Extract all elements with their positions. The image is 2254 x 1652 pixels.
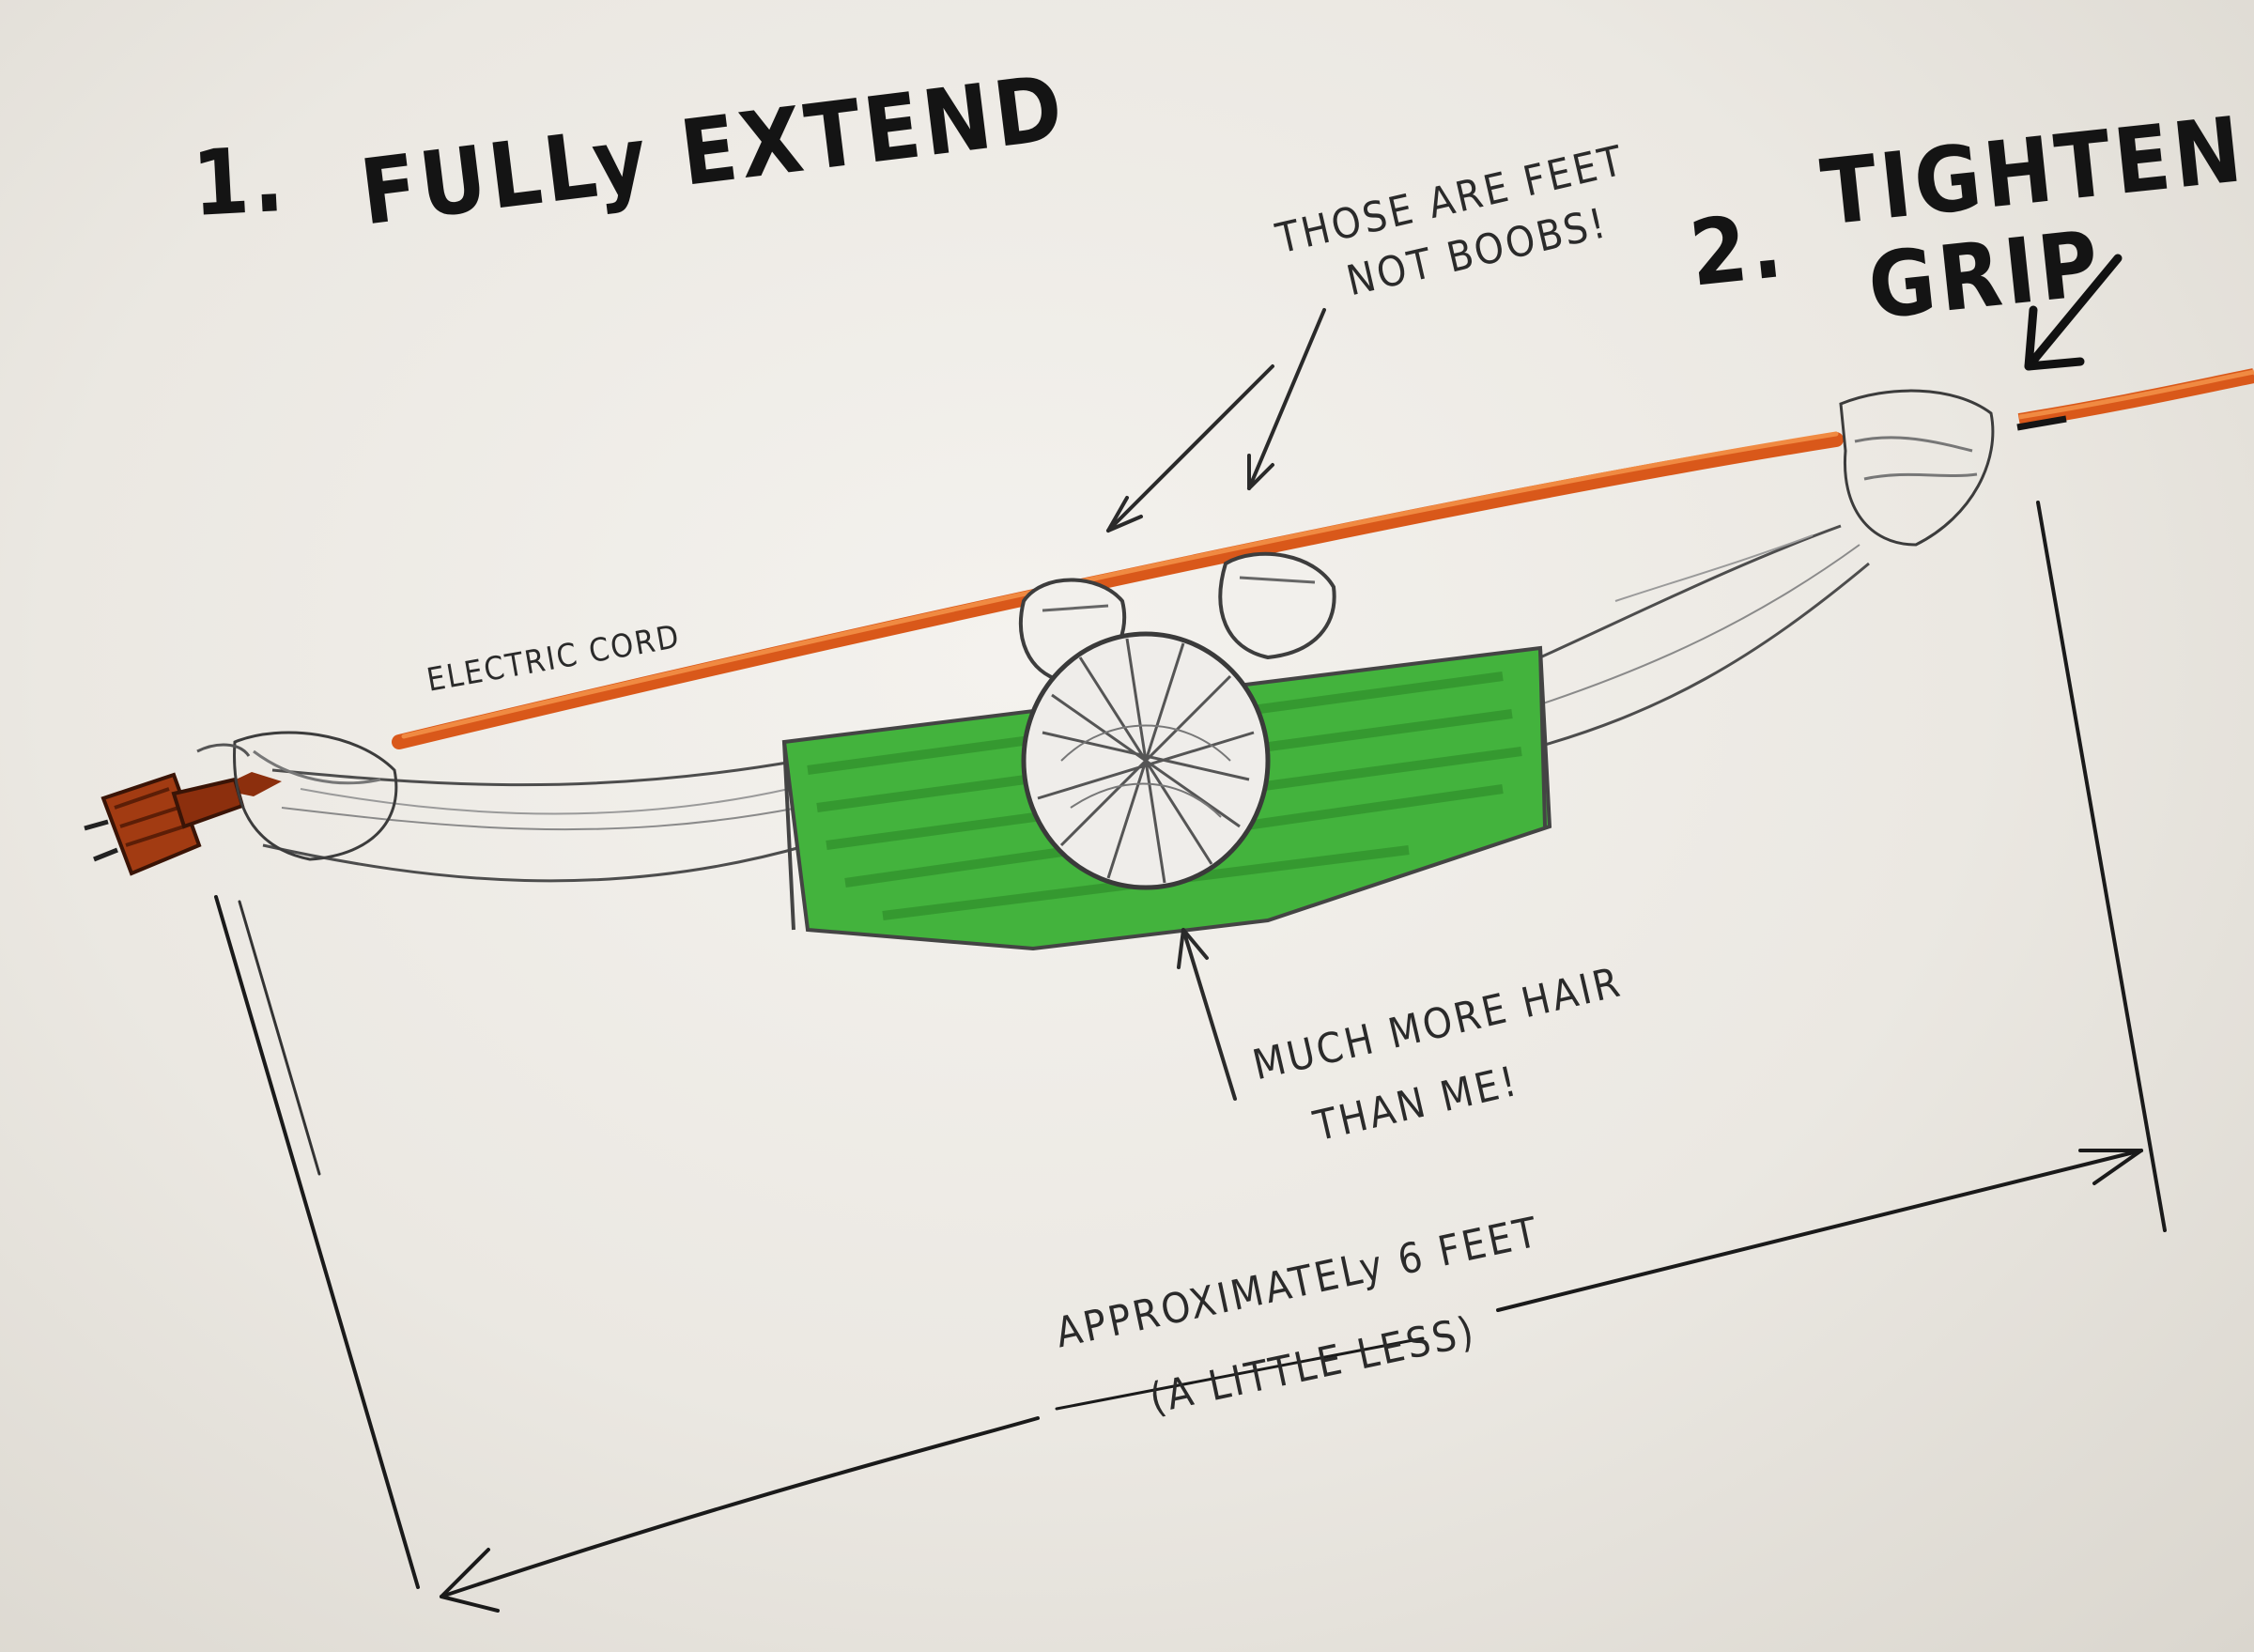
step2-number: 2. (1685, 192, 1791, 307)
grip-arrow-icon (2024, 254, 2123, 371)
step1-number: 1. (190, 126, 290, 237)
note-arrows (1106, 308, 1326, 1101)
measurement-lines (214, 501, 2167, 1613)
person-figure (196, 389, 1995, 883)
head-hair (1021, 631, 1271, 890)
